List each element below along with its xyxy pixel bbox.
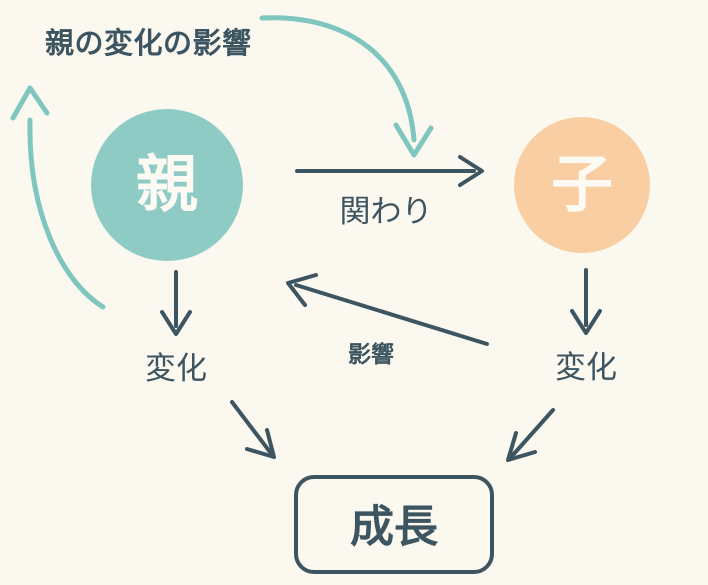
edge-child-to-change-arrow	[570, 268, 602, 335]
node-parent-change-label: 変化	[145, 351, 207, 386]
node-parent-circle[interactable]	[91, 109, 243, 261]
node-child-change-label: 変化	[555, 350, 617, 385]
node-growth-label: 成長	[350, 503, 439, 552]
edge-interaction-arrow	[295, 155, 484, 187]
edge-parent-change-to-growth-arrow	[230, 400, 276, 459]
diagram-title: 親の変化の影響	[45, 26, 252, 60]
edge-parent-to-change-arrow	[160, 270, 192, 336]
feedback-loop-left-arrow	[10, 85, 106, 310]
node-child-circle[interactable]	[514, 117, 650, 253]
node-growth-box[interactable]	[294, 475, 494, 574]
edge-influence-arrow	[286, 273, 489, 346]
node-child-label: 子	[551, 151, 613, 220]
edge-influence-label: 影響	[348, 341, 394, 367]
edge-interaction-label: 関わり	[340, 194, 433, 229]
node-parent-label: 親	[136, 151, 198, 220]
edge-child-change-to-growth-arrow	[506, 408, 555, 462]
feedback-loop-right-arrow	[259, 15, 434, 158]
